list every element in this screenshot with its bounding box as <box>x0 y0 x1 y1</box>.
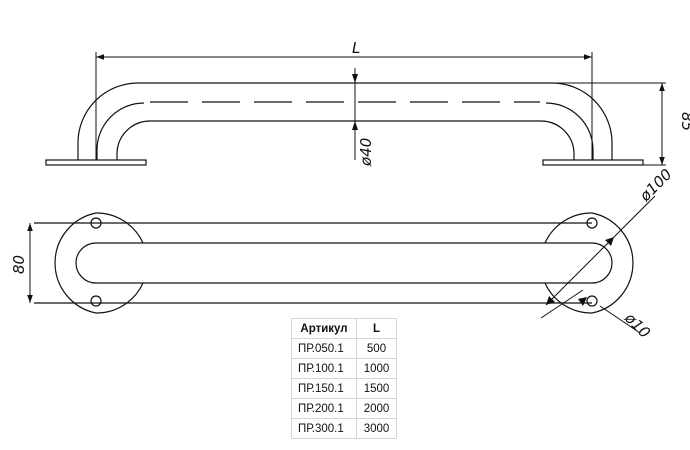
length-dimension <box>95 52 593 160</box>
tube-bend-line-right <box>545 102 594 160</box>
hole-diameter-label: ø10 <box>620 308 653 341</box>
length-cell: 2000 <box>356 398 397 419</box>
table-row: ПР.200.1 2000 <box>291 398 397 419</box>
header-article: Артикул <box>291 318 357 339</box>
length-cell: 3000 <box>356 418 397 439</box>
length-cell: 1000 <box>356 358 397 379</box>
length-cell: 500 <box>356 338 397 359</box>
hole-diameter-dimension <box>540 289 641 334</box>
top-view <box>34 212 634 314</box>
header-length: L <box>356 318 397 339</box>
left-flange <box>54 212 97 314</box>
left-base-plate <box>45 159 147 166</box>
height-label: 85 <box>678 112 690 131</box>
right-flange-hole-bottom <box>586 295 598 307</box>
flange-diameter-label: ø100 <box>635 165 675 205</box>
table-row: ПР.150.1 1500 <box>291 378 397 399</box>
left-flange-rim <box>95 212 144 244</box>
tube-bend-line-left <box>96 102 145 160</box>
article-cell: ПР.300.1 <box>291 418 357 439</box>
table-header-row: Артикул L <box>291 318 397 339</box>
tube-diameter-label: ø40 <box>357 138 375 167</box>
tube-inner-contour <box>116 120 575 160</box>
table-row: ПР.100.1 1000 <box>291 358 397 379</box>
length-label: L <box>352 39 360 57</box>
flange-diameter-dimension <box>545 195 656 306</box>
article-length-table: Артикул L ПР.050.1 500 ПР.100.1 1000 ПР.… <box>291 318 397 439</box>
article-cell: ПР.050.1 <box>291 338 357 359</box>
width-label: 80 <box>10 255 28 274</box>
table-row: ПР.300.1 3000 <box>291 418 397 439</box>
right-base-plate <box>542 159 644 166</box>
article-cell: ПР.100.1 <box>291 358 357 379</box>
length-cell: 1500 <box>356 378 397 399</box>
tube-inner-capsule <box>75 242 613 284</box>
article-cell: ПР.200.1 <box>291 398 357 419</box>
height-dimension <box>552 82 666 166</box>
right-flange-rim <box>544 212 593 244</box>
table-row: ПР.050.1 500 <box>291 338 397 359</box>
right-flange <box>591 212 634 314</box>
tube-diameter-dimension <box>352 68 358 160</box>
tube-outer-contour <box>77 82 613 160</box>
left-flange-hole-bottom <box>90 295 102 307</box>
side-view <box>45 82 644 166</box>
article-cell: ПР.150.1 <box>291 378 357 399</box>
